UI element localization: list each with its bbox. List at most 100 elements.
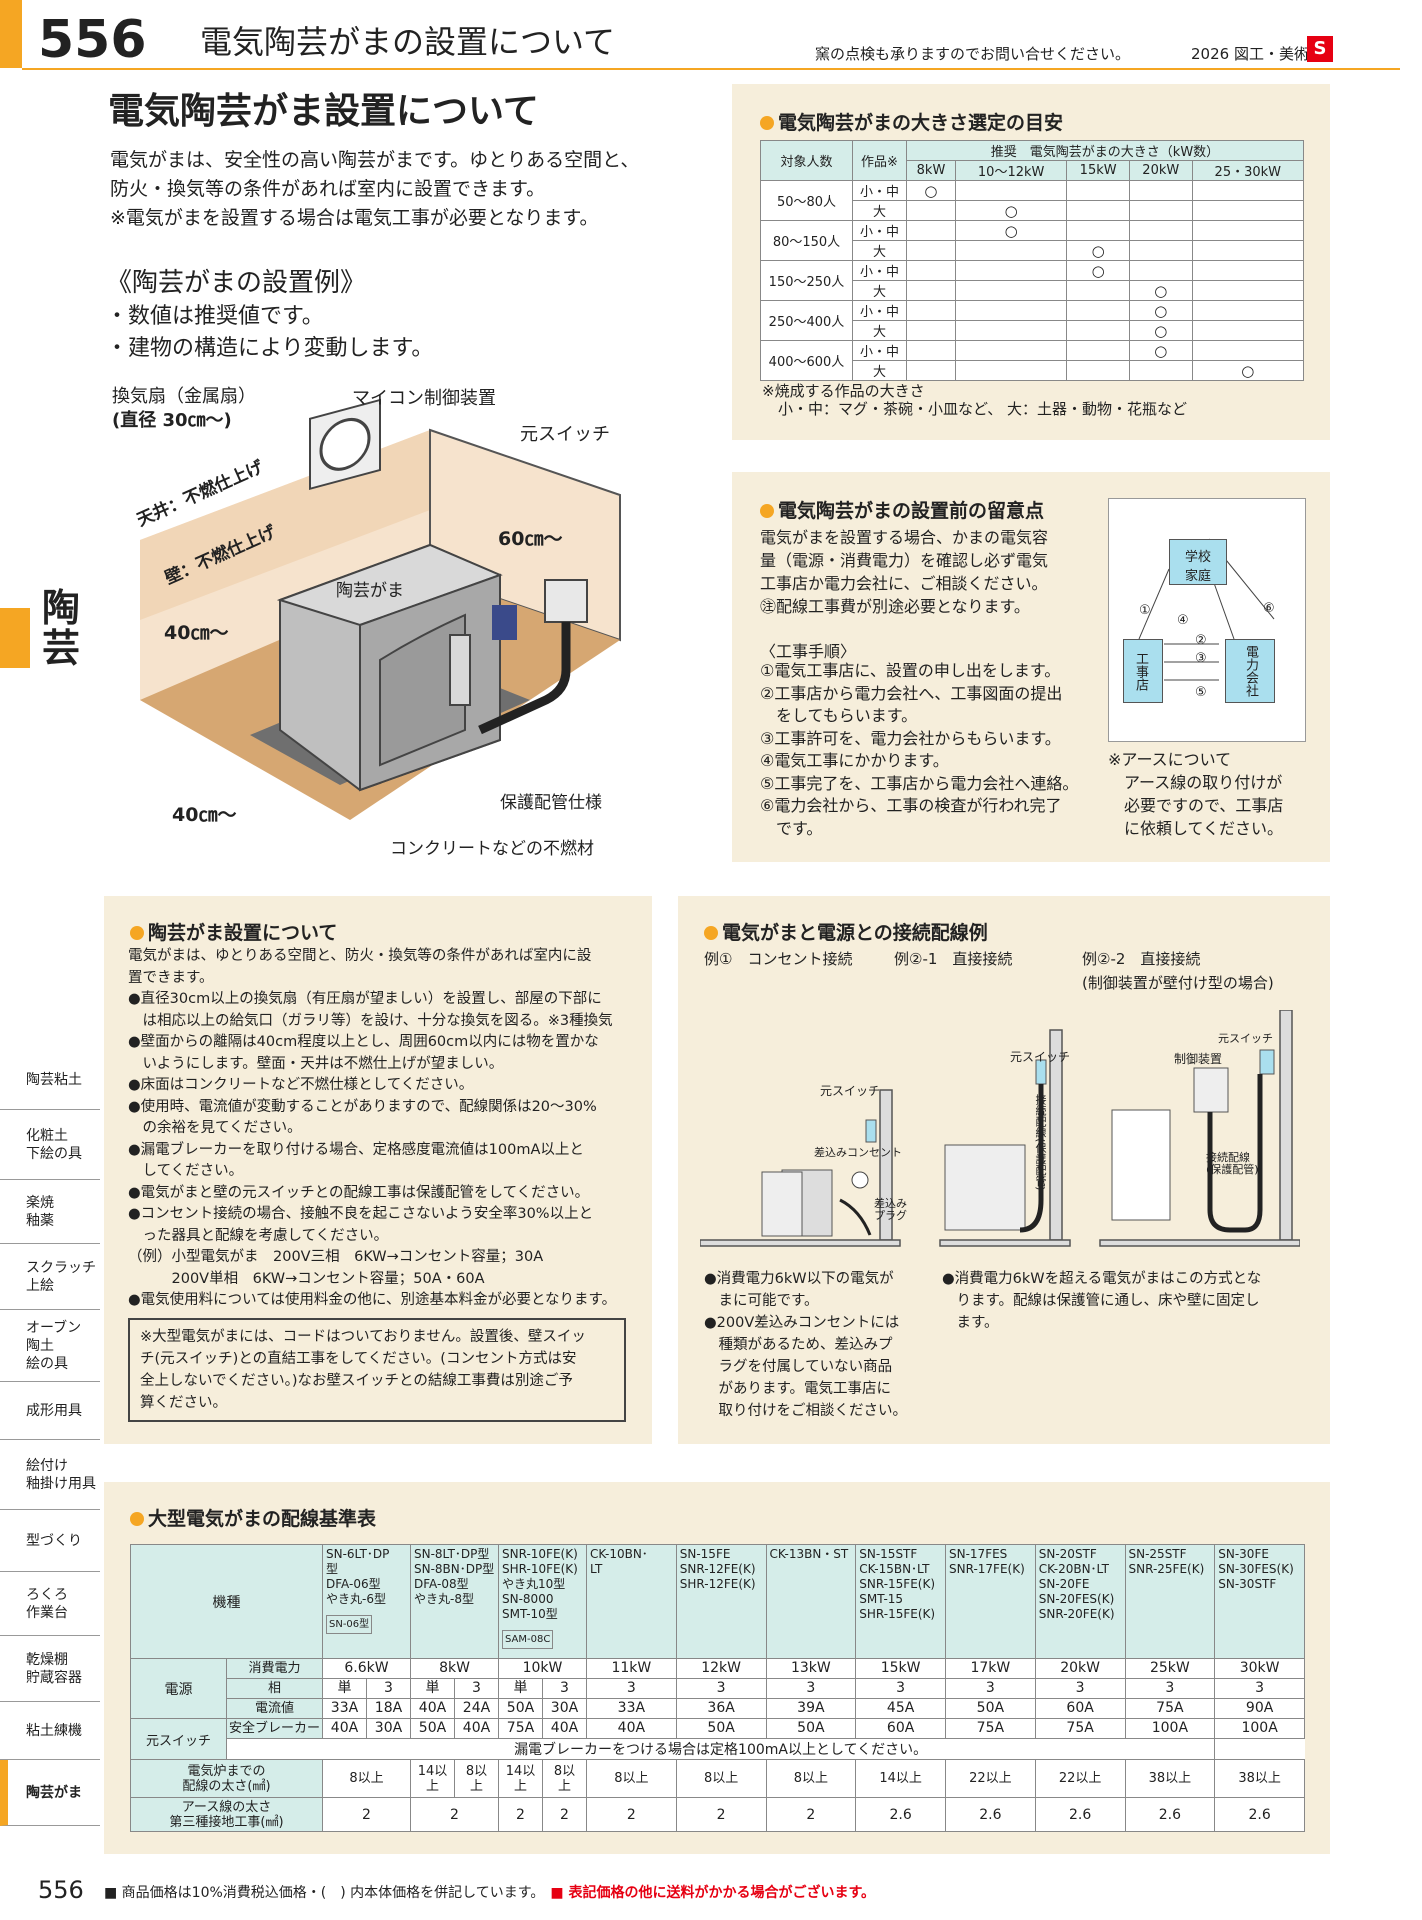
wiring-note-line: ●200V差込みコンセントには	[704, 1315, 900, 1331]
mark-cell	[906, 340, 956, 361]
value-cell: 40A	[542, 1718, 587, 1739]
install-line: ●床面はコンクリートなど不燃仕様としてください。	[128, 1077, 474, 1093]
install-line: ●コンセント接続の場合、接触不良を起こさないよう安全率30%以上と	[128, 1206, 594, 1222]
mark-cell	[1191, 240, 1305, 261]
step-line: をしてもらいます。	[760, 706, 918, 725]
model-tag: SAM-08C	[502, 1630, 554, 1649]
install-box-line: 算ください。	[140, 1395, 227, 1411]
mark-cell	[1128, 180, 1193, 201]
mark-cell	[1191, 280, 1305, 301]
model-text: SN-20STF CK-20BN･LT SN-20FE SN-20FES(K) …	[1038, 1547, 1115, 1621]
value-cell: 2	[410, 1797, 499, 1832]
sidebar-item[interactable]: 陶芸がま	[0, 1760, 100, 1826]
mark-cell	[1066, 320, 1130, 341]
value-cell: 24A	[454, 1698, 499, 1719]
value-cell: 3	[1214, 1678, 1305, 1699]
value-cell: 60A	[1034, 1698, 1126, 1719]
leak-note: 漏電ブレーカーをつける場合は定格100mA以上としてください。	[225, 1738, 1216, 1760]
step-num-5: ⑤	[1195, 685, 1207, 700]
step-line: ⑤工事完了を、工事店から電力会社へ連絡。	[760, 773, 1079, 793]
sidebar-category: 陶 芸	[42, 586, 81, 670]
value-cell: 8以上	[675, 1759, 767, 1798]
value-cell: 50A	[410, 1718, 455, 1739]
mark-cell	[1066, 360, 1130, 381]
value-cell: 2.6	[1124, 1797, 1216, 1832]
col-people: 対象人数	[760, 140, 853, 181]
value-cell: 39A	[765, 1698, 857, 1719]
sidebar-item[interactable]: 成形用具	[0, 1382, 100, 1440]
size-guide-note-1: ※焼成する作品の大きさ	[762, 382, 925, 400]
lbl-ctrl: 制御装置	[1174, 1052, 1223, 1066]
mark-cell: ○	[1191, 360, 1305, 381]
main-title: 電気陶芸がま設置について	[108, 91, 539, 132]
value-cell: 50A	[945, 1698, 1036, 1719]
sidebar-item[interactable]: 乾燥棚 貯蔵容器	[0, 1636, 100, 1702]
value-cell: 2.6	[945, 1797, 1036, 1832]
lbl-pipe-1: 接続配線(保護配管)	[1034, 1094, 1047, 1191]
col-kw: 10〜12kW	[954, 160, 1068, 181]
install-title: 陶芸がま設置について	[130, 918, 337, 945]
model-text: CK-10BN･ LT	[590, 1547, 648, 1576]
size-guide-note-2: 小・中：マグ・茶碗・小皿など、 大：土器・動物・花瓶など	[778, 400, 1188, 418]
earth-line: ※アースについて	[1108, 750, 1232, 769]
example-title: 《陶芸がまの設置例》	[106, 268, 367, 298]
col-kw: 15kW	[1066, 160, 1130, 181]
label-pipe: 保護配管仕様	[500, 793, 602, 813]
model-text: SN-15STF CK-15BN･LT SNR-15FE(K) SMT-15 S…	[859, 1547, 936, 1621]
mark-cell	[906, 260, 956, 281]
value-cell: 3	[542, 1678, 587, 1699]
mark-cell	[906, 300, 956, 321]
value-cell: 22以上	[1034, 1759, 1126, 1798]
sidebar-item[interactable]: 楽焼 釉薬	[0, 1180, 100, 1244]
value-cell: 38以上	[1214, 1759, 1305, 1798]
label-switch: 元スイッチ	[520, 424, 610, 445]
work-cell: 小・中	[852, 260, 907, 281]
value-cell: 8以上	[765, 1759, 857, 1798]
label-40cm-a: 40㎝〜	[164, 622, 229, 644]
steps-list: ①電気工事店に、設置の申し出をします。 ②工事店から電力会社へ、工事図面の提出 …	[760, 660, 1078, 840]
value-cell: 33A	[322, 1698, 367, 1719]
logo-icon: S	[1307, 36, 1333, 62]
value-cell: 30A	[366, 1718, 411, 1739]
value-cell: 40A	[454, 1718, 499, 1739]
value-cell: 13kW	[765, 1658, 857, 1679]
value-cell: 15kW	[855, 1658, 946, 1679]
sidebar-item[interactable]: 陶芸粘土	[0, 1050, 100, 1110]
install-line: ●直径30cm以上の換気扇（有圧扇が望ましい）を設置し、部屋の下部に	[128, 991, 602, 1007]
mark-cell	[954, 280, 1068, 301]
mark-cell	[954, 260, 1068, 281]
node-shop: 工事店	[1123, 639, 1163, 703]
sidebar-item[interactable]: 粘土練機	[0, 1702, 100, 1760]
sidebar-item[interactable]: 型づくり	[0, 1510, 100, 1572]
value-cell: 50A	[675, 1718, 767, 1739]
precautions-line: 量（電源・消費電力）を確認し必ず電気	[760, 551, 1049, 570]
sidebar-item[interactable]: オーブン 陶土 絵の具	[0, 1310, 100, 1382]
wiring-ex2: 例②-1 直接接続	[894, 950, 1013, 968]
install-line: ●電気がまと壁の元スイッチとの配線工事は保護配管をしてください。	[128, 1184, 590, 1201]
people-cell: 250〜400人	[760, 300, 853, 341]
mark-cell	[1191, 260, 1305, 281]
mark-cell	[954, 320, 1068, 341]
install-line: 200V単相 6KW→コンセント容量；50A・60A	[128, 1270, 485, 1287]
sidebar-item[interactable]: スクラッチ 上絵	[0, 1244, 100, 1310]
header-title: 電気陶芸がまの設置について	[200, 23, 616, 61]
model-cell: SN-20STF CK-20BN･LT SN-20FE SN-20FES(K) …	[1034, 1544, 1126, 1659]
install-line: の余裕を見てください。	[128, 1120, 302, 1136]
mark-cell	[1191, 320, 1305, 341]
sidebar-item[interactable]: 絵付け 釉掛け用具	[0, 1440, 100, 1510]
model-cell: SN-15FE SNR-12FE(K) SHR-12FE(K)	[675, 1544, 767, 1659]
mark-cell: ○	[954, 200, 1068, 221]
wiring-note-line: ラグを付属していない商品	[704, 1359, 893, 1375]
wiring-ex3b: (制御装置が壁付け型の場合)	[1082, 974, 1274, 992]
sidebar-item[interactable]: ろくろ 作業台	[0, 1572, 100, 1636]
footer-note-text: ■ 商品価格は10%消費税込価格・( ) 内本体価格を併記しています。	[104, 1885, 545, 1901]
value-cell: 50A	[498, 1698, 543, 1719]
value-cell: 10kW	[498, 1658, 587, 1679]
header-rule	[22, 68, 1400, 70]
value-cell: 20kW	[1034, 1658, 1126, 1679]
model-cell: SN-15STF CK-15BN･LT SNR-15FE(K) SMT-15 S…	[855, 1544, 946, 1659]
mark-cell	[1066, 220, 1130, 241]
sidebar-item[interactable]: 化粧土 下絵の具	[0, 1110, 100, 1180]
people-cell: 50〜80人	[760, 180, 853, 221]
people-cell: 400〜600人	[760, 340, 853, 381]
